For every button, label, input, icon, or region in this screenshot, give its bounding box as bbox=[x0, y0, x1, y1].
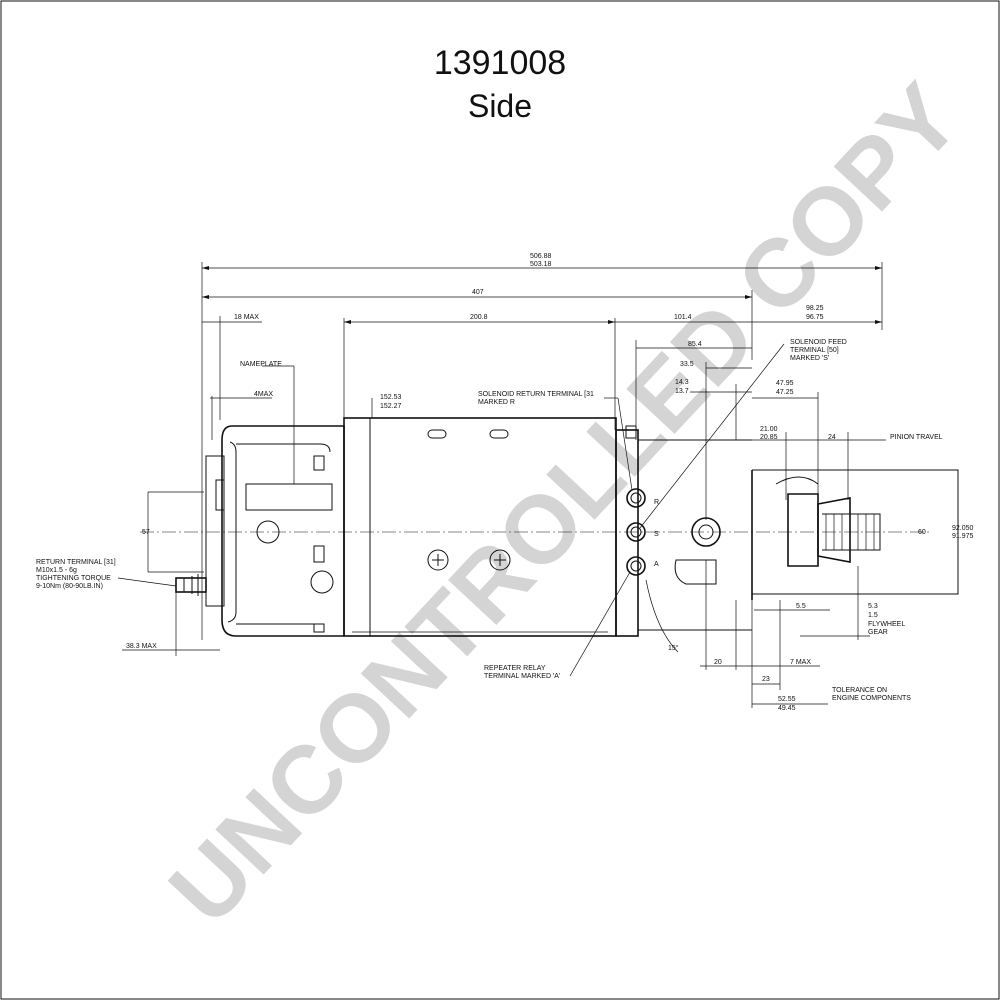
dim-1-5: 1.5 bbox=[868, 612, 878, 619]
label-tolerance-2: ENGINE COMPONENTS bbox=[832, 695, 911, 702]
dim-5-5: 5.5 bbox=[796, 603, 806, 610]
label-solenoid-feed-3: MARKED 'S' bbox=[790, 355, 829, 362]
mark-a: A bbox=[654, 561, 659, 568]
part-number-title: 1391008 bbox=[433, 44, 567, 82]
dim-101-4: 101.4 bbox=[674, 314, 692, 321]
dim-407: 407 bbox=[472, 289, 484, 296]
label-tolerance-1: TOLERANCE ON bbox=[832, 687, 887, 694]
dim-200-8: 200.8 bbox=[470, 314, 488, 321]
watermark-text: UNCONTROLLED COPY bbox=[149, 64, 980, 944]
mark-s: S bbox=[654, 531, 659, 538]
dim-dia-57: 57 bbox=[142, 529, 150, 536]
dim-91-975: 91.975 bbox=[952, 533, 974, 540]
label-return-terminal-1: RETURN TERMINAL [31] bbox=[36, 559, 116, 566]
view-name-title: Side bbox=[467, 88, 533, 124]
dim-98-25: 98.25 bbox=[806, 305, 824, 312]
bottom-dimensions: 5.5 5.3 1.5 FLYWHEEL GEAR 20 7 MAX 23 52… bbox=[645, 560, 911, 712]
label-solenoid-return-2: MARKED R bbox=[478, 399, 515, 406]
screw-icon bbox=[427, 549, 449, 571]
label-solenoid-feed-2: TERMINAL [50] bbox=[790, 347, 839, 354]
motor-body: R S A bbox=[140, 417, 959, 637]
dim-4max: 4MAX bbox=[254, 391, 273, 398]
label-return-terminal-3: TIGHTENING TORQUE bbox=[36, 575, 111, 582]
solenoid-feed-terminal bbox=[626, 488, 646, 508]
dim-overall-max: 506.88 bbox=[530, 253, 552, 260]
dim-85-4: 85.4 bbox=[688, 341, 702, 348]
dim-dia-60: 60 bbox=[918, 529, 926, 536]
callouts: NAMEPLATE SOLENOID RETURN TERMINAL [31 M… bbox=[36, 339, 847, 680]
dim-96-75: 96.75 bbox=[806, 314, 824, 321]
label-flywheel-1: FLYWHEEL bbox=[868, 621, 905, 628]
pinion bbox=[787, 493, 819, 567]
dim-47-95: 47.95 bbox=[776, 380, 794, 387]
dim-20-85: 20.85 bbox=[760, 434, 778, 441]
screw-icon bbox=[489, 549, 511, 571]
dim-152-27: 152.27 bbox=[380, 403, 402, 410]
label-repeater-2: TERMINAL MARKED 'A' bbox=[484, 673, 560, 680]
dim-24: 24 bbox=[828, 434, 836, 441]
dim-23: 23 bbox=[762, 676, 770, 683]
nameplate bbox=[245, 483, 333, 511]
dim-20: 20 bbox=[714, 659, 722, 666]
dim-21-00: 21.00 bbox=[760, 426, 778, 433]
label-nameplate: NAMEPLATE bbox=[240, 361, 282, 368]
dim-38-3max: 38.3 MAX bbox=[126, 643, 157, 650]
dim-18max: 18 MAX bbox=[234, 314, 259, 321]
label-return-terminal-4: 9-10Nm (80-90LB.IN) bbox=[36, 583, 103, 590]
dim-5-3: 5.3 bbox=[868, 603, 878, 610]
label-solenoid-return-1: SOLENOID RETURN TERMINAL [31 bbox=[478, 391, 594, 398]
dim-52-55: 52.55 bbox=[778, 696, 796, 703]
repeater-relay-terminal bbox=[626, 556, 646, 576]
label-repeater-1: REPEATER RELAY bbox=[484, 665, 546, 672]
mark-r: R bbox=[654, 499, 659, 506]
dim-92-050: 92.050 bbox=[952, 525, 974, 532]
label-solenoid-feed-1: SOLENOID FEED bbox=[790, 339, 847, 346]
dim-47-25: 47.25 bbox=[776, 389, 794, 396]
dim-33-5: 33.5 bbox=[680, 361, 694, 368]
dim-13-7: 13.7 bbox=[675, 388, 689, 395]
label-pinion-travel: PINION TRAVEL bbox=[890, 434, 943, 441]
dim-7max: 7 MAX bbox=[790, 659, 811, 666]
dim-overall-min: 503.18 bbox=[530, 261, 552, 268]
right-dimensions: 85.4 33.5 14.3 13.7 47.95 47.25 21.00 20… bbox=[635, 340, 943, 530]
dim-angle-15: 15° bbox=[668, 644, 679, 652]
label-flywheel-2: GEAR bbox=[868, 629, 888, 636]
dim-49-45: 49.45 bbox=[778, 705, 796, 712]
dim-14-3: 14.3 bbox=[675, 379, 689, 386]
label-return-terminal-2: M10x1.5 - 6g bbox=[36, 567, 77, 574]
diameter-dimensions: 57 152.53 152.27 4MAX 92.050 91.975 60 3… bbox=[122, 391, 974, 656]
dim-152-53: 152.53 bbox=[380, 394, 402, 401]
